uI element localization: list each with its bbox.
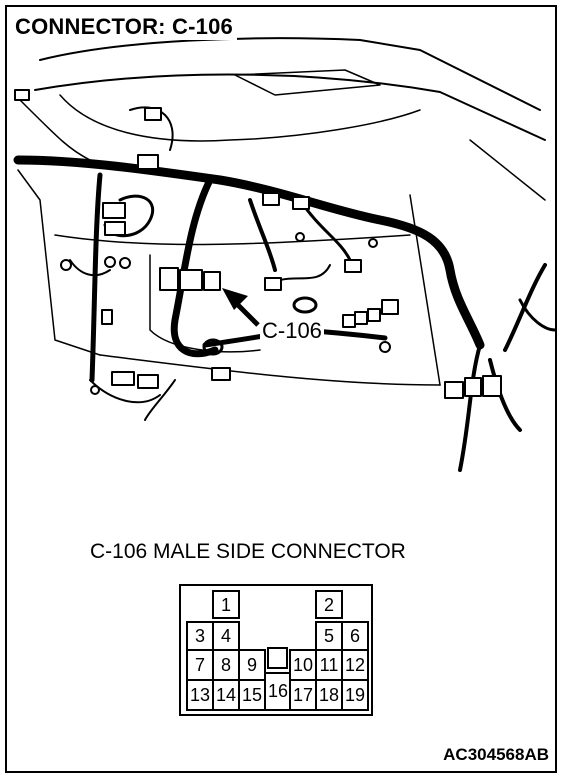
connector-callout-label: C-106 <box>260 318 324 344</box>
pin-label-19: 19 <box>344 685 366 705</box>
pin-label-18: 18 <box>318 685 340 705</box>
pin-label-16: 16 <box>267 681 289 701</box>
pin-label-12: 12 <box>344 655 366 675</box>
page-title: CONNECTOR: C-106 <box>15 14 237 40</box>
pin-label-4: 4 <box>220 626 231 646</box>
pin-label-7: 7 <box>194 655 205 675</box>
pin-label-6: 6 <box>349 626 360 646</box>
pin-label-5: 5 <box>323 626 334 646</box>
pin-label-10: 10 <box>292 655 314 675</box>
pin-label-2: 2 <box>323 595 334 615</box>
pin-label-3: 3 <box>194 626 205 646</box>
pin-label-17: 17 <box>292 685 314 705</box>
diagram-frame <box>5 5 557 773</box>
pin-label-15: 15 <box>241 685 263 705</box>
locking-key <box>267 647 288 669</box>
pin-label-9: 9 <box>246 655 257 675</box>
pin-label-11: 11 <box>319 655 339 675</box>
pin-label-8: 8 <box>220 655 231 675</box>
pin-label-14: 14 <box>215 685 237 705</box>
pin-label-13: 13 <box>189 685 211 705</box>
pin-cell-2 <box>315 590 343 619</box>
pin-cell-1 <box>212 590 240 619</box>
pin-cell-19 <box>341 679 369 711</box>
pin-label-1: 1 <box>220 595 231 615</box>
pointer-arrow <box>222 288 260 327</box>
figure-code: AC304568AB <box>443 745 549 764</box>
connector-caption: C-106 MALE SIDE CONNECTOR <box>90 540 406 563</box>
